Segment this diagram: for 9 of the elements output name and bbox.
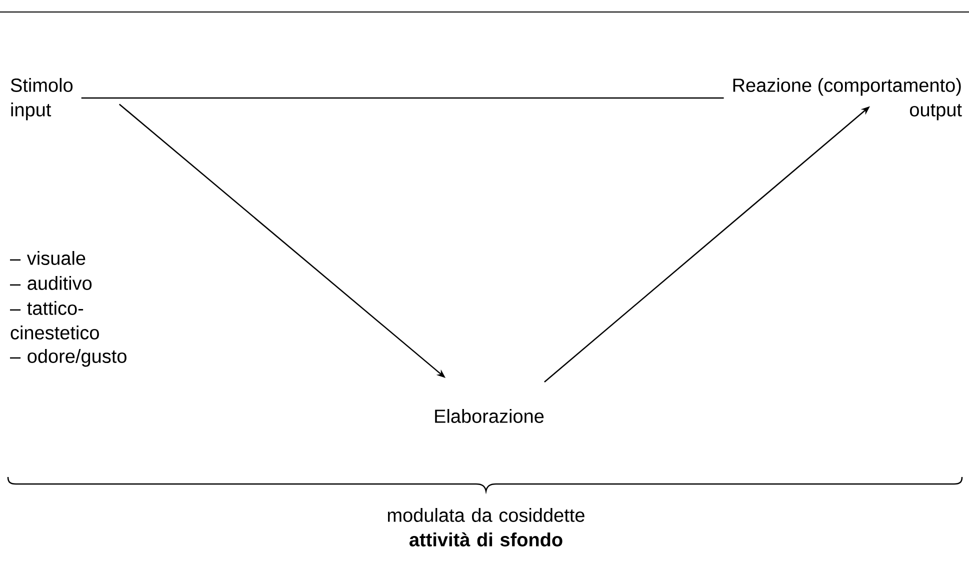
- list-item: – auditivo: [10, 276, 92, 290]
- node-text: Stimolo input: [10, 78, 73, 120]
- list-item: – visuale: [10, 251, 86, 265]
- connector-line: [81, 97, 724, 99]
- node-text: Elaborazione: [435, 409, 544, 423]
- caption-text: modulata da cosiddette attività di sfondo: [388, 508, 584, 546]
- list-item: – tattico- cinestetico: [10, 301, 99, 340]
- list-item: – odore/gusto: [10, 349, 126, 367]
- node-text: Reazione (comportamento) output: [733, 78, 962, 120]
